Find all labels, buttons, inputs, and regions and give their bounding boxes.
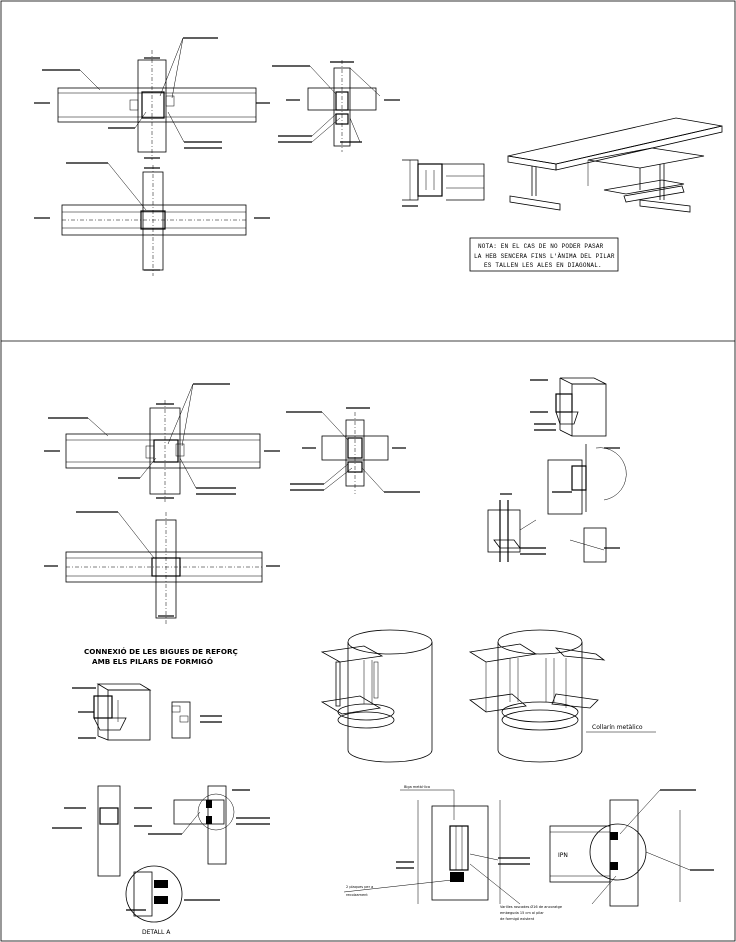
note-line-2: LA HEB SENCERA FINS L'ÀNIMA DEL PILAR <box>474 253 615 260</box>
concrete-column-detail-4 <box>569 527 620 563</box>
concrete-column-collar-left <box>320 629 433 763</box>
bars-label-3: de formigó existent <box>500 917 535 921</box>
column-section-1 <box>272 60 400 152</box>
detail-a: DETALL A <box>125 865 220 936</box>
bars-label-2: embeguda 15 cm al pilar <box>500 911 544 915</box>
concrete-column-elev-1 <box>171 701 222 739</box>
section-title-line2: AMB ELS PILARS DE FORMIGÓ <box>92 657 213 666</box>
note-line-1: NOTA: EN EL CAS DE NO PODER PASAR <box>478 243 604 250</box>
bars-label-1: Varilles roscades Ø16 de ancoratge <box>500 904 562 909</box>
isometric-beam-crossing <box>507 117 723 213</box>
concrete-column-detail-1 <box>530 377 607 437</box>
ipn-detail: IPN <box>549 789 714 907</box>
concrete-column-collar-right: Collarín metàlico <box>468 629 656 763</box>
section-title: CONNEXIÓ DE LES BIGUES DE REFORÇ AMB ELS… <box>84 647 238 666</box>
column-section-2 <box>286 407 420 494</box>
detail-a-label: DETALL A <box>142 929 171 936</box>
beam-column-plan-2 <box>34 162 270 276</box>
column-plan-small <box>52 785 152 877</box>
column-beam-elev-small <box>148 785 270 865</box>
top-label: Biga metàl·lica <box>404 785 430 789</box>
note-box: NOTA: EN EL CAS DE NO PODER PASAR LA HEB… <box>469 237 619 272</box>
beam-column-plan-1 <box>34 37 270 160</box>
note-line-3: ES TALLEN LES ALES EN DIAGONAL. <box>484 262 602 269</box>
section-title-line1: CONNEXIÓ DE LES BIGUES DE REFORÇ <box>84 647 238 656</box>
plates-label-1: 2 plaques per a <box>346 885 373 889</box>
beam-column-plan-4 <box>44 511 280 624</box>
concrete-column-detail-3 <box>487 493 546 562</box>
collar-label: Collarín metàlico <box>592 724 643 731</box>
ipn-label: IPN <box>558 852 568 859</box>
beam-end-detail <box>402 159 485 207</box>
concrete-column-iso-1 <box>72 683 152 741</box>
ipn-column-elevation: Biga metàl·lica 2 plaques per a recolzam… <box>343 785 562 921</box>
concrete-column-detail-2 <box>547 444 627 515</box>
beam-column-plan-3 <box>44 383 280 502</box>
plates-label-2: recolzament <box>346 893 368 897</box>
